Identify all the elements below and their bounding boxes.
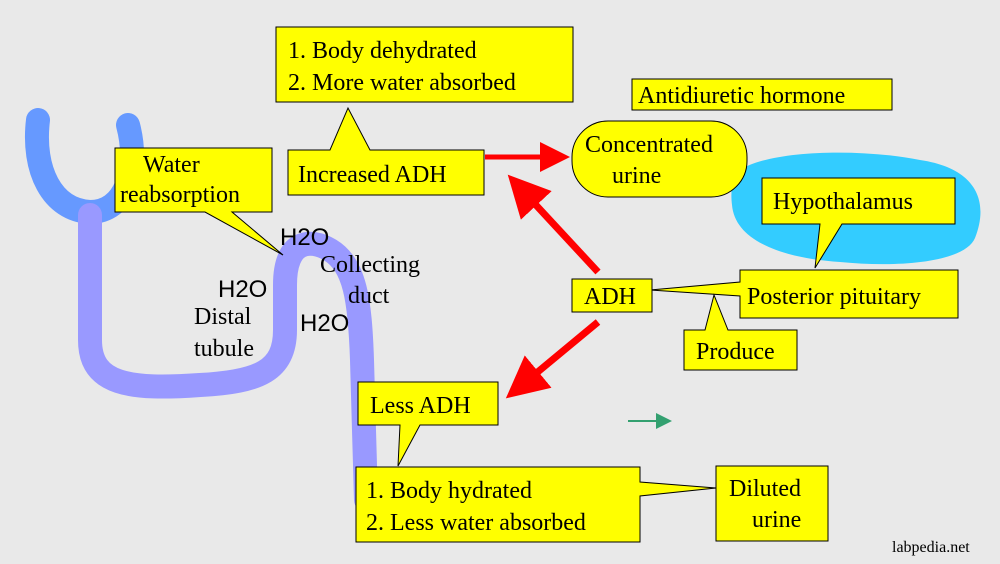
- watermark: labpedia.net: [892, 539, 970, 556]
- less-adh-callout: [357, 381, 499, 467]
- concentrated-urine-box: [571, 120, 748, 198]
- distal-tubule-line1: Distal: [194, 304, 252, 330]
- diluted-urine-box: [715, 465, 829, 542]
- water-reabsorption-callout: [114, 147, 284, 256]
- body-hydrated-callout: [355, 466, 717, 543]
- produce-label: Produce: [696, 339, 775, 365]
- produce-callout: [683, 293, 798, 371]
- diluted-line1: Diluted: [729, 476, 801, 502]
- posterior-pituitary-callout: [649, 269, 959, 319]
- hypothalamus-label: Hypothalamus: [773, 189, 913, 215]
- antidiuretic-hormone-label: Antidiuretic hormone: [638, 83, 845, 109]
- arrow-adh-to-increased: [507, 174, 601, 275]
- distal-tubule-line2: tubule: [194, 336, 254, 362]
- body-dehydrated-box: [275, 26, 574, 103]
- concentrated-line1: Concentrated: [585, 132, 713, 158]
- body-dehydrated-line1: 1. Body dehydrated: [288, 38, 477, 64]
- arrow-adh-to-less: [505, 319, 601, 399]
- less-adh-label: Less ADH: [370, 393, 471, 419]
- adh-box: [571, 278, 653, 313]
- diluted-line2: urine: [752, 507, 801, 533]
- h2o-label-right: H2O: [300, 310, 349, 337]
- antidiuretic-hormone-box: [631, 78, 893, 111]
- body-hydrated-line2: 2. Less water absorbed: [366, 510, 586, 536]
- concentrated-line2: urine: [612, 163, 661, 189]
- water-reabsorption-line1: Water: [143, 152, 200, 178]
- posterior-pituitary-label: Posterior pituitary: [747, 284, 921, 310]
- distal-tubule-path: [78, 203, 378, 512]
- h2o-label-left: H2O: [218, 276, 267, 303]
- adh-label: ADH: [584, 284, 636, 310]
- increased-adh-label: Increased ADH: [298, 162, 447, 188]
- h2o-label-top: H2O: [280, 224, 329, 251]
- collecting-duct-line1: Collecting: [320, 252, 420, 278]
- water-reabsorption-line2: reabsorption: [120, 182, 240, 208]
- increased-adh-callout: [287, 106, 485, 196]
- body-dehydrated-line2: 2. More water absorbed: [288, 70, 516, 96]
- collecting-duct-line2: duct: [348, 283, 390, 309]
- body-hydrated-line1: 1. Body hydrated: [366, 478, 532, 504]
- hypothalamus-callout: [761, 177, 956, 269]
